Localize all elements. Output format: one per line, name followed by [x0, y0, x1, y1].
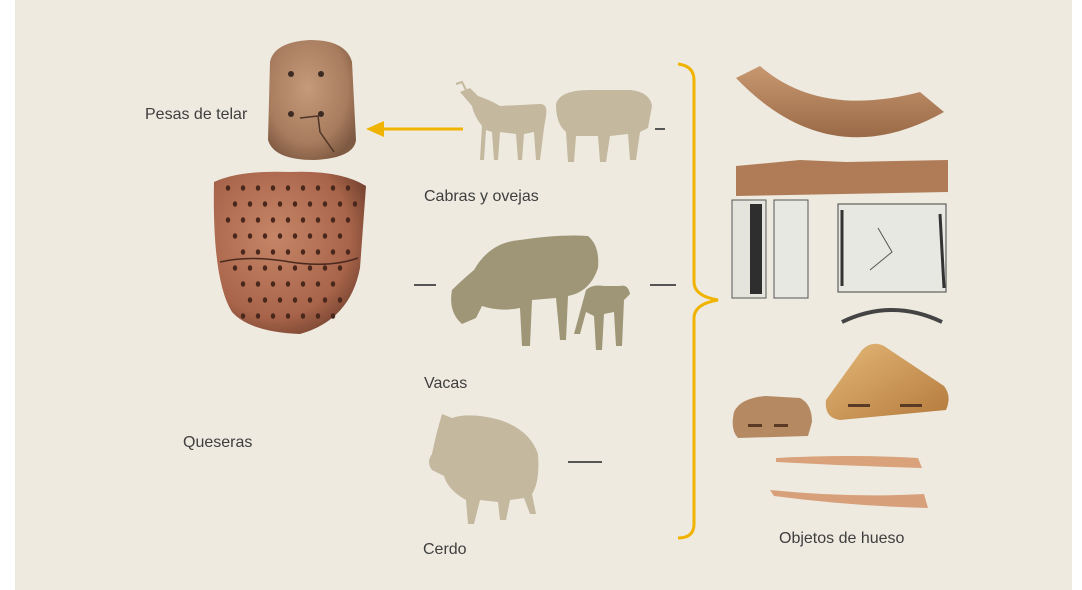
bone-objects-image [0, 0, 1082, 590]
